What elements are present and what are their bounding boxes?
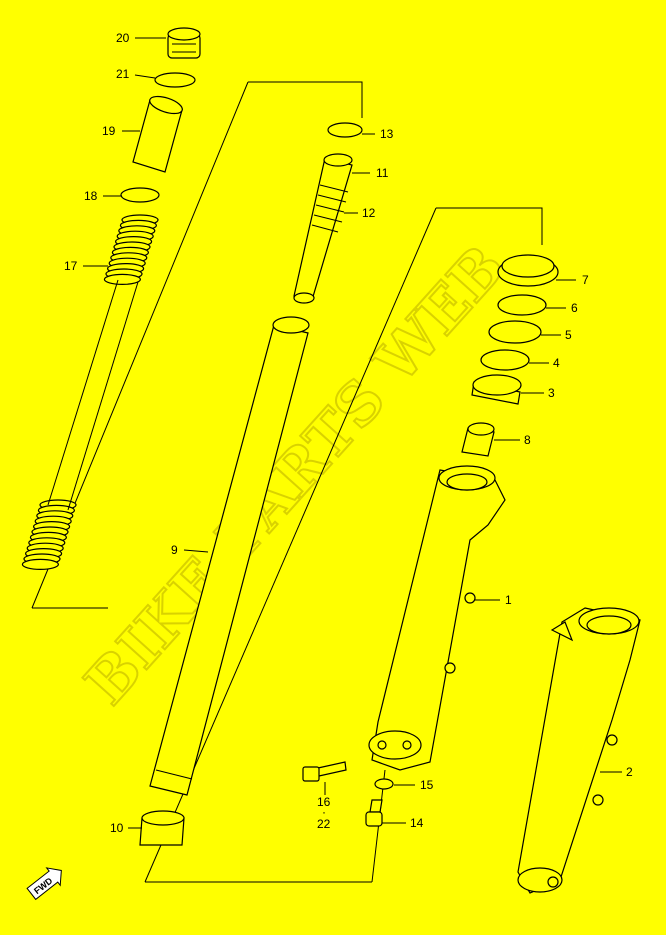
oil-seal-part-5 [488,320,542,344]
fork-spring-lower-part-17 [21,499,77,571]
callout-4: 4 [553,356,560,370]
spring-coil [103,273,142,285]
washer-part-4 [480,349,530,371]
washer-part-15 [374,778,394,790]
callout-13: 13 [380,127,394,141]
callout-7: 7 [582,273,589,287]
callout-14: 14 [410,816,424,830]
callout-10: 10 [110,821,124,835]
bushing-part-10 [139,810,185,846]
washer-part-18 [120,187,160,203]
ring-part-13 [327,122,363,138]
callout-12: 12 [362,206,376,220]
callout-18: 18 [84,189,98,203]
callout-20: 20 [116,31,130,45]
callout-16: 16 [317,795,331,809]
outer-tube-part-1 [368,465,506,771]
piece-part-8 [461,422,495,457]
callout-6: 6 [571,301,578,315]
spacer-part-19 [132,95,183,173]
callout-8: 8 [524,433,531,447]
bushing-part-3 [471,374,522,405]
callout-15: 15 [420,778,434,792]
callout-19: 19 [102,124,116,138]
callout-1: 1 [505,593,512,607]
callout-3: 3 [548,386,555,400]
callout-17: 17 [64,259,78,273]
bolt-part-16 [302,761,347,782]
screw-part-14 [365,799,383,827]
callout-9: 9 [171,543,178,557]
spring-coil [21,558,60,571]
dust-seal-part-7 [497,254,559,287]
callout-21: 21 [116,67,130,81]
damper-rod-part-11 [293,153,353,304]
callout-11: 11 [376,166,389,180]
callout-dot: · [322,805,326,819]
assembly-frame-left [31,81,363,609]
fwd-arrow-icon: FWD [26,867,62,901]
cap-bolt-part-20 [167,27,201,59]
leader-lines [83,37,622,829]
clip-part-6 [497,294,547,316]
callout-5: 5 [565,328,572,342]
inner-tube-part-9 [149,316,310,796]
o-ring-part-21 [154,72,196,88]
callout-2: 2 [626,765,633,779]
outer-tube-part-2 [517,607,641,894]
fork-spring-part-17 [103,214,159,285]
callout-22: 22 [317,817,331,831]
callout-labels: 20 21 19 18 17 13 11 12 9 10 7 6 5 4 3 8… [64,31,633,835]
